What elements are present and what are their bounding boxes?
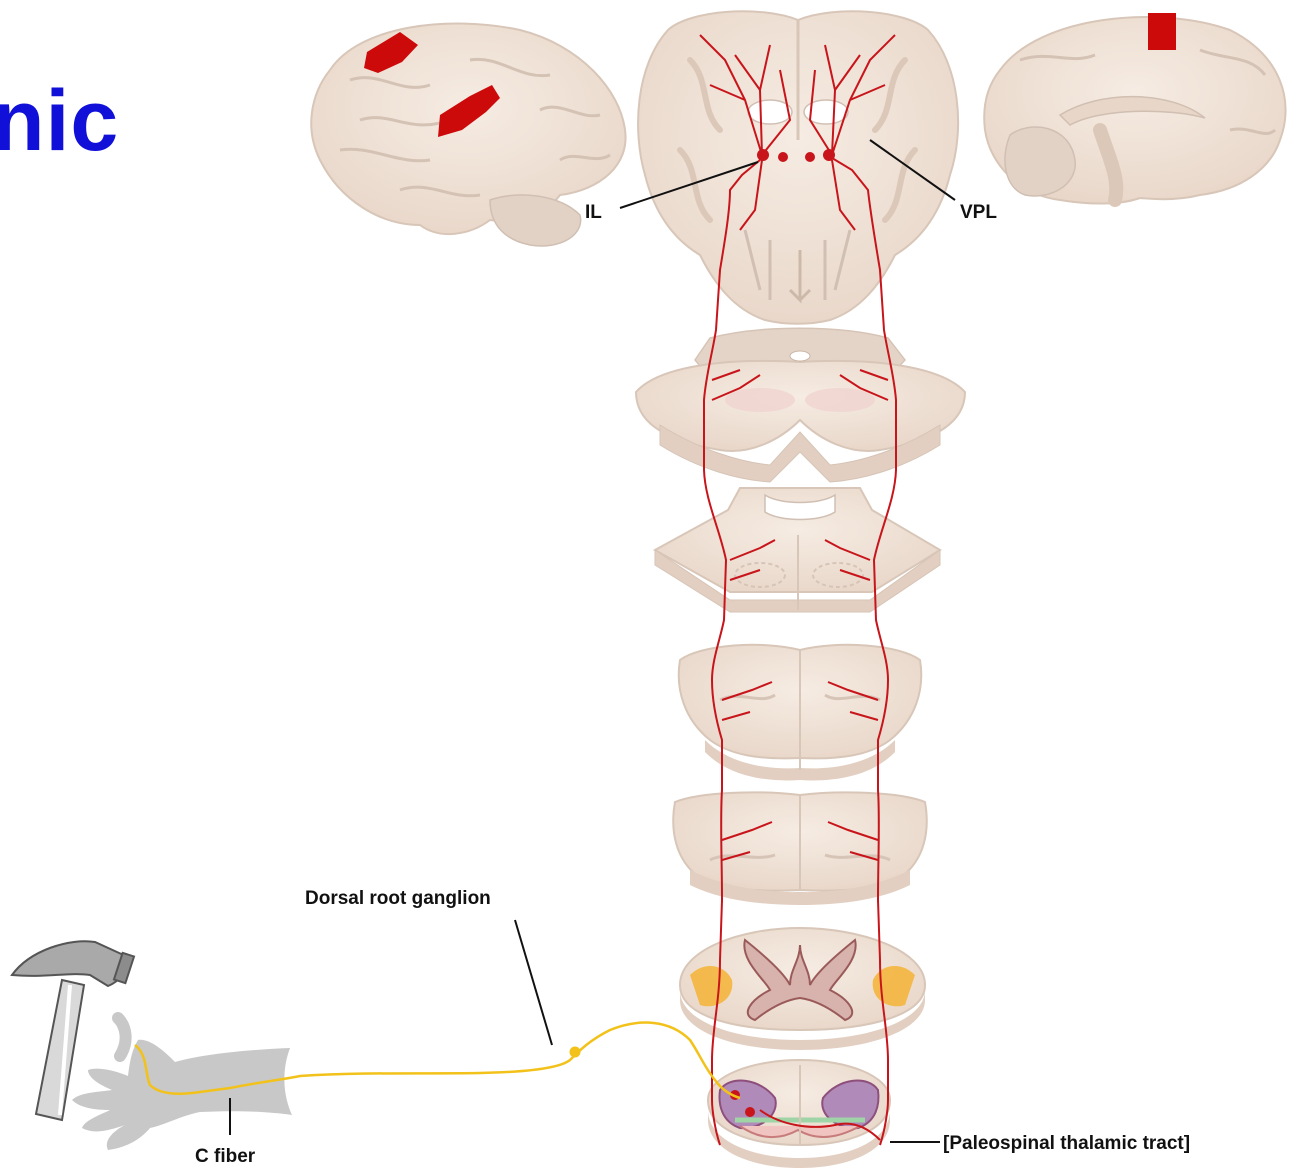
label-c-fiber: C fiber bbox=[195, 1146, 256, 1167]
cortex-area-medial bbox=[1148, 13, 1176, 50]
label-vpl: VPL bbox=[960, 202, 997, 223]
midbrain-slice bbox=[636, 328, 965, 482]
medial-brain bbox=[984, 13, 1285, 204]
medulla-slice-lower bbox=[673, 792, 926, 905]
label-il: IL bbox=[585, 202, 602, 223]
spinal-cord-slice-lower bbox=[708, 1060, 890, 1168]
cerebellum bbox=[490, 195, 581, 246]
spinal-cord-slice-upper bbox=[680, 928, 925, 1050]
label-paleospinal-thalamic-tract: [Paleospinal thalamic tract] bbox=[943, 1133, 1190, 1154]
pons-slice bbox=[655, 488, 940, 612]
dorsal-root-ganglion-body bbox=[570, 1047, 581, 1058]
label-dorsal-root-ganglion: Dorsal root ganglion bbox=[305, 888, 491, 909]
medial-cerebellum bbox=[1005, 127, 1075, 196]
lateral-brain bbox=[311, 23, 625, 245]
